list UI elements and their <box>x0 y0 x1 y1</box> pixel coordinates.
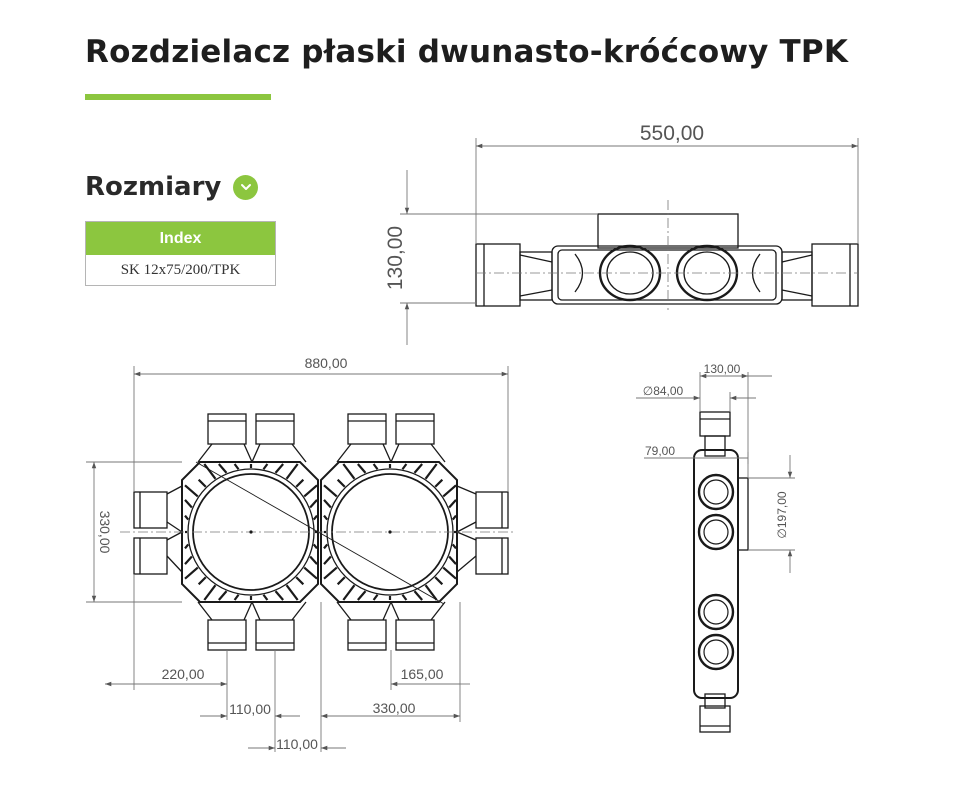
dim-top-height: 330,00 <box>97 511 113 554</box>
end-view <box>693 411 749 733</box>
rib-line <box>233 463 240 470</box>
rib-line <box>323 543 329 550</box>
rib-line <box>285 463 299 480</box>
index-table: Index SK 12x75/200/TPK <box>85 221 276 286</box>
rib-line <box>336 576 346 586</box>
rib-line <box>295 576 305 586</box>
rib-line <box>442 484 457 498</box>
dim-end-height: 130,00 <box>704 362 741 376</box>
rib-line <box>218 590 228 601</box>
rib-line <box>442 566 457 580</box>
top-view <box>120 413 515 651</box>
rib-line <box>372 463 379 470</box>
rib-line <box>303 566 318 580</box>
rib-line <box>342 463 356 480</box>
sizes-label: Rozmiary <box>85 172 222 202</box>
rib-line <box>401 594 408 601</box>
rib-line <box>303 484 318 498</box>
rib-line <box>451 514 457 521</box>
rib-line <box>434 576 444 586</box>
rib-line <box>262 594 269 601</box>
rib-line <box>357 590 367 601</box>
side-view <box>475 200 859 310</box>
rib-line <box>274 463 284 474</box>
sizes-section-header[interactable]: Rozmiary <box>85 170 259 204</box>
end-port-circle <box>703 519 729 545</box>
rib-line <box>184 484 199 498</box>
rib-line <box>323 484 338 498</box>
rib-line <box>451 543 457 550</box>
chevron-down-icon[interactable] <box>233 174 259 200</box>
dim-end-offset: 79,00 <box>645 444 675 458</box>
rib-line <box>184 514 190 521</box>
rib-line <box>285 584 299 601</box>
end-port-circle <box>697 593 735 631</box>
rib-line <box>312 543 318 550</box>
rib-line <box>262 463 269 470</box>
dim-center-spacing: 330,00 <box>373 700 416 716</box>
end-port-circle <box>697 473 735 511</box>
center-mark <box>388 530 392 534</box>
title-underline <box>85 94 271 100</box>
octagon-ribs <box>184 463 457 601</box>
rib-line <box>203 584 217 601</box>
rib-line <box>434 478 444 488</box>
rib-line <box>336 478 346 488</box>
dim-side-height: 130,00 <box>384 226 407 290</box>
end-port-circle <box>697 513 735 551</box>
dim-side-width: 550,00 <box>640 122 704 145</box>
index-table-header: Index <box>86 222 275 255</box>
dim-right-offset: 165,00 <box>401 666 444 682</box>
end-port-circle <box>703 639 729 665</box>
rib-line <box>218 463 228 474</box>
dim-end-port-big: ∅197,00 <box>775 491 789 538</box>
rib-line <box>448 555 457 565</box>
rib-line <box>295 478 305 488</box>
rib-line <box>323 514 329 521</box>
dim-port-spacing-1: 110,00 <box>229 701 271 717</box>
rib-line <box>342 584 356 601</box>
rib-line <box>309 499 318 509</box>
rib-line <box>413 590 423 601</box>
rib-line <box>274 590 284 601</box>
dim-port-spacing-2: 110,00 <box>276 736 318 752</box>
rib-line <box>312 514 318 521</box>
rib-line <box>424 463 438 480</box>
rib-line <box>203 463 217 480</box>
rib-line <box>197 478 207 488</box>
rib-line <box>372 594 379 601</box>
rib-line <box>401 463 408 470</box>
index-table-value: SK 12x75/200/TPK <box>86 255 275 285</box>
end-port-circle <box>697 633 735 671</box>
rib-line <box>233 594 240 601</box>
rib-line <box>184 555 193 565</box>
rib-line <box>323 566 338 580</box>
top-dimensions <box>86 366 509 752</box>
rib-line <box>184 566 199 580</box>
rib-line <box>323 555 332 565</box>
dim-left-offset: 220,00 <box>162 666 205 682</box>
end-dimensions <box>636 372 795 573</box>
rib-line <box>357 463 367 474</box>
rib-line <box>424 584 438 601</box>
dim-end-port-diameter: ∅84,00 <box>643 384 684 398</box>
rib-line <box>197 576 207 586</box>
rib-line <box>413 463 423 474</box>
rib-line <box>448 499 457 509</box>
page-title: Rozdzielacz płaski dwunasto-króćcowy TPK <box>85 34 849 70</box>
side-dimensions <box>400 138 859 345</box>
rib-line <box>184 499 193 509</box>
center-mark <box>249 530 253 534</box>
end-port-circle <box>703 479 729 505</box>
rib-line <box>323 499 332 509</box>
end-port-circle <box>703 599 729 625</box>
dim-top-width: 880,00 <box>305 355 348 371</box>
rib-line <box>309 555 318 565</box>
rib-line <box>184 543 190 550</box>
